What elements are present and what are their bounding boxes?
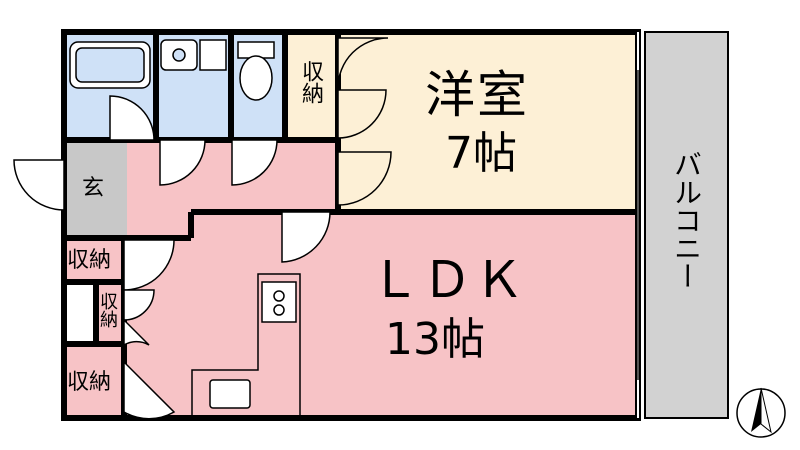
north-arrow-icon [736,387,786,438]
storage-c-floor [64,344,124,418]
entrance-floor [64,140,127,238]
western-room-floor [338,32,638,212]
walls [61,29,641,421]
storage-a-floor [64,238,127,282]
fixtures [69,39,275,101]
stove-icon [261,281,297,323]
kitchen-sink-icon [209,379,251,409]
closet-top-floor [285,32,338,140]
western-room-name: 洋室 [425,66,529,124]
ldk-room-name: ＬＤＫ [370,251,526,309]
storage-b-label: 収納 [97,292,118,328]
storage-b-floor [96,282,124,344]
kitchen-counter [191,273,301,418]
balcony-floor [645,32,728,418]
doors [13,37,392,420]
storage-a-label: 収納 [67,248,112,273]
western-room-size: 7帖 [445,128,517,179]
balcony-label: バルコニー [670,150,703,290]
entrance-label: 玄 [82,176,105,201]
ldk-room-size: 13帖 [385,314,485,365]
closet-top-label: 収納 [298,60,323,104]
storage-c-label: 収納 [67,370,112,395]
